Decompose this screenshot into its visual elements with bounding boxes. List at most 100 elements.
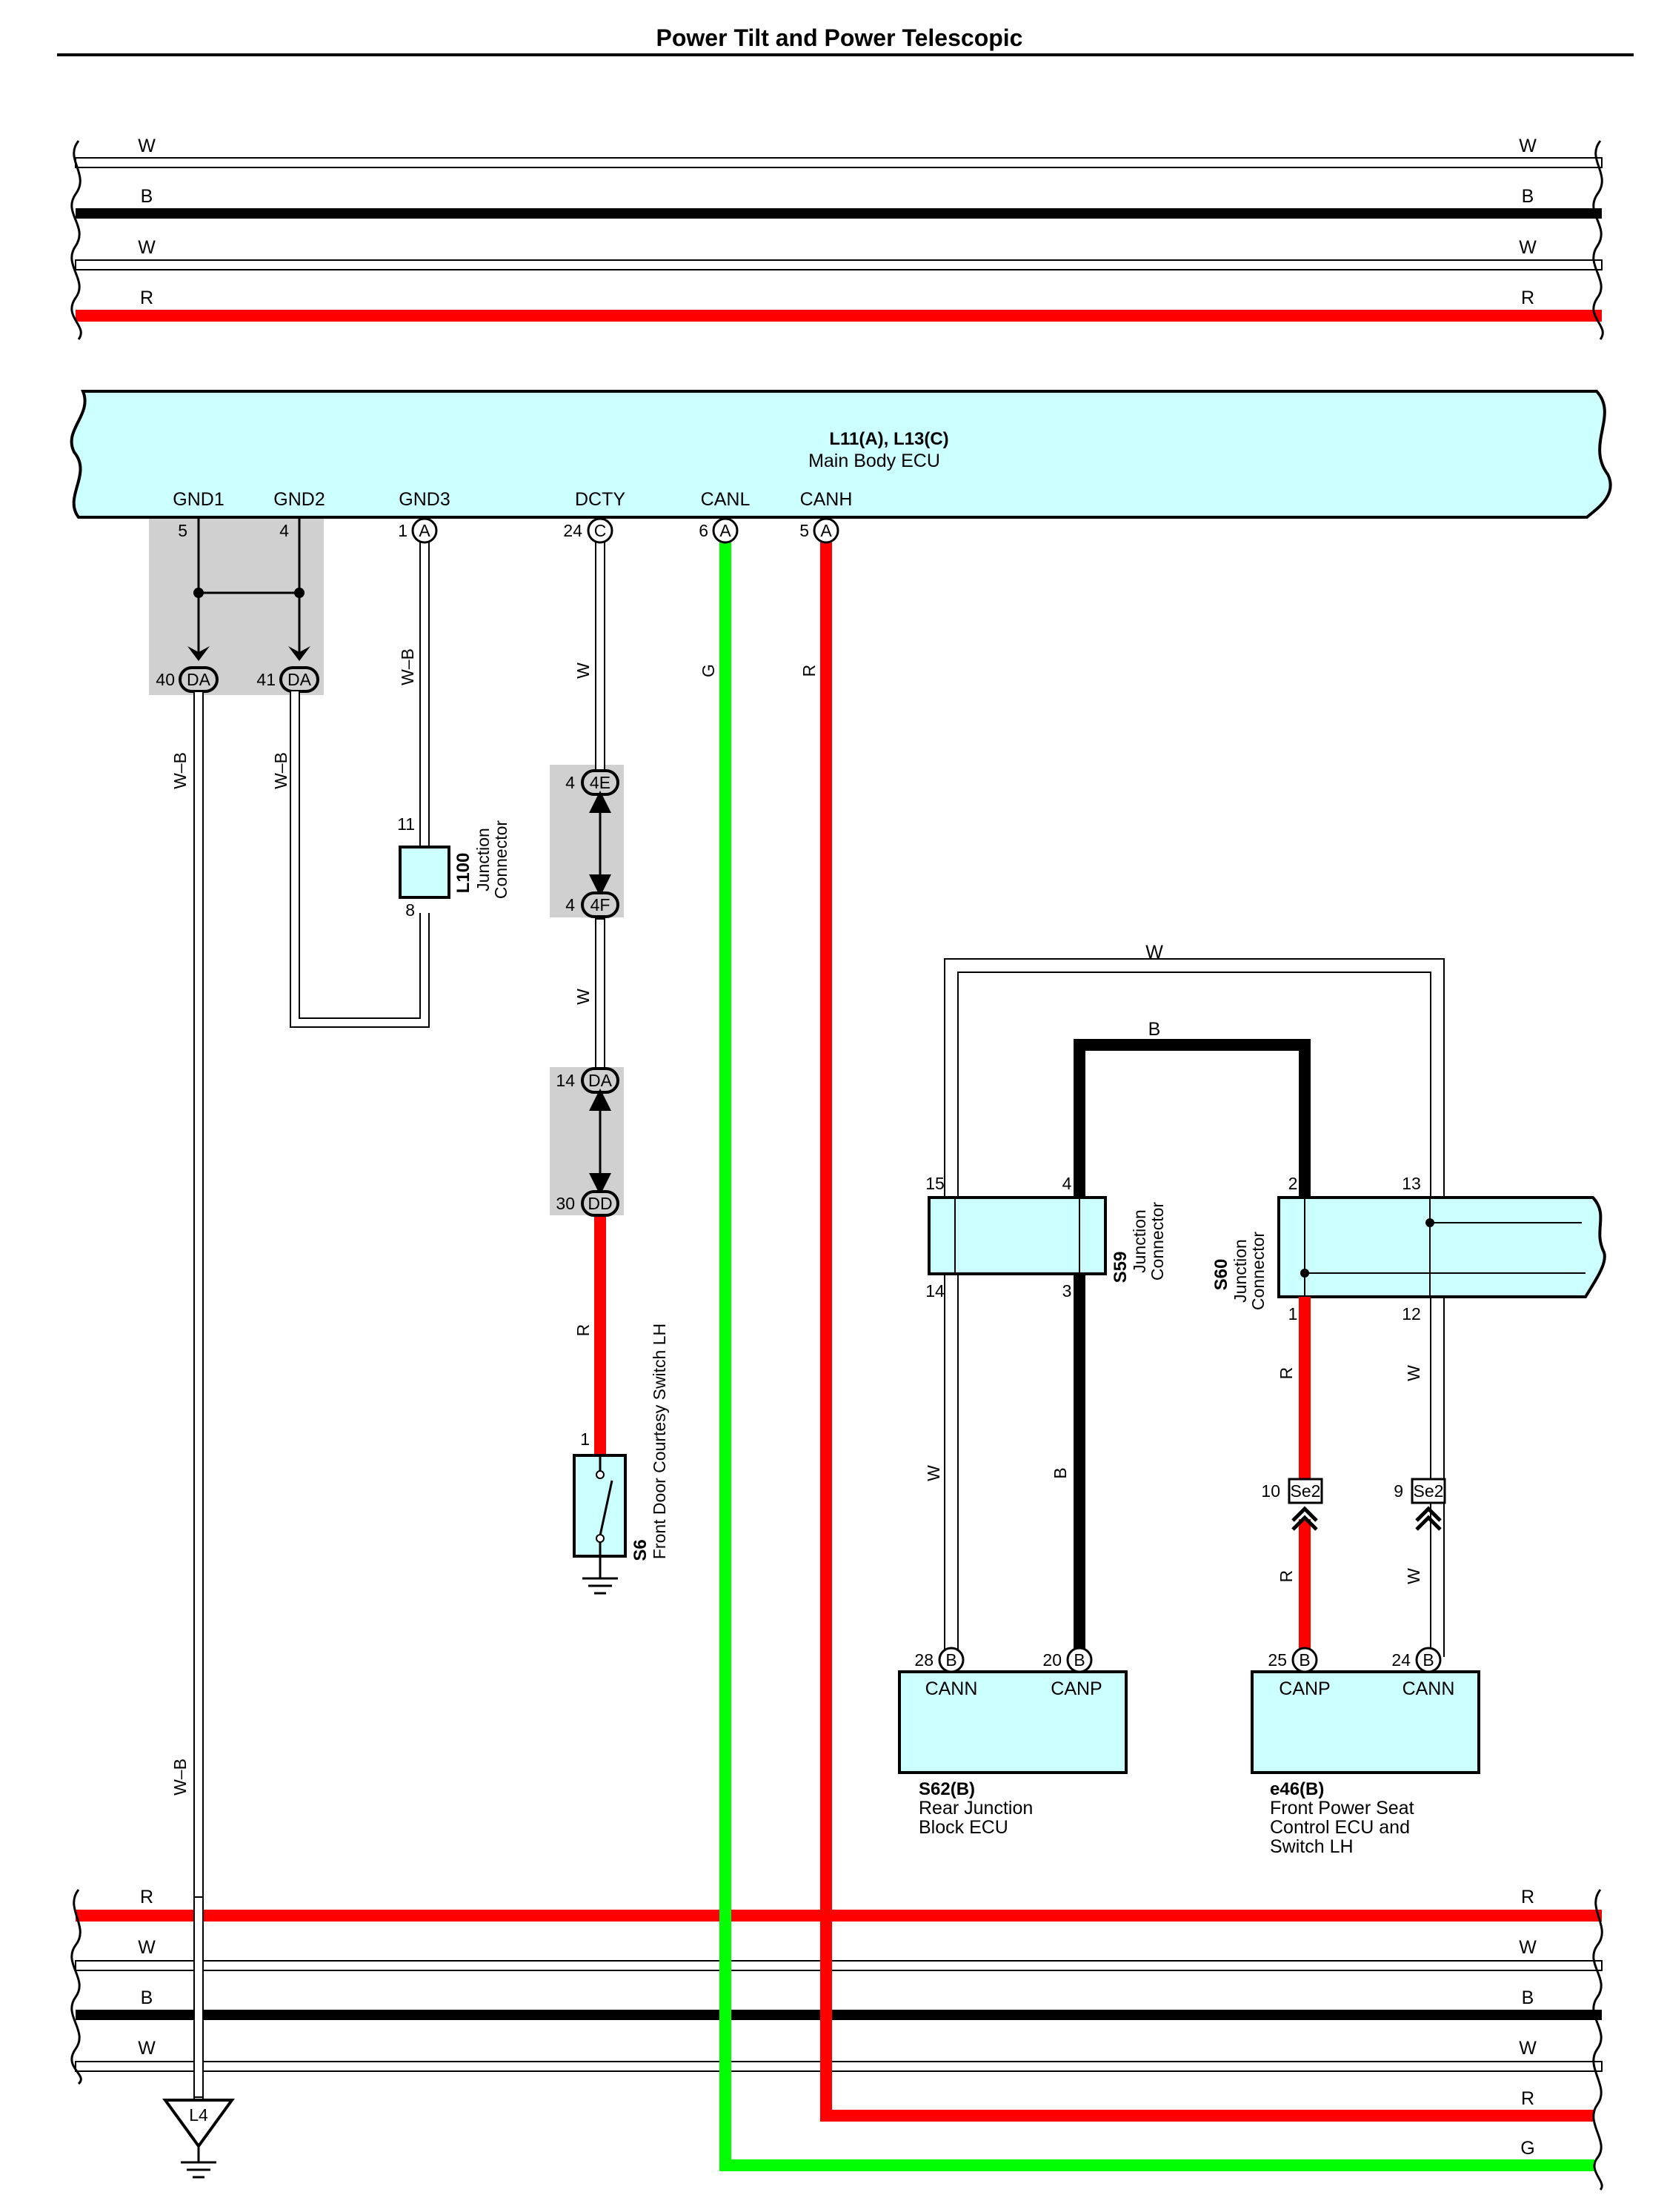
s60-red-wire-upper <box>1299 1297 1311 1478</box>
connector-code: Se2 <box>1291 1481 1321 1501</box>
bus-wire-w1 <box>75 157 1603 168</box>
component-name: Junction <box>1231 1239 1250 1303</box>
connector-code: A <box>719 521 731 540</box>
bus-label: R <box>140 1887 153 1907</box>
switch-contact <box>596 1470 605 1479</box>
s59-junction-connector: 15 4 14 3 S59 Junction Connector <box>925 1174 1167 1301</box>
w-loop-outer <box>944 958 1445 1657</box>
pin-number: 1 <box>580 1429 590 1449</box>
wire-color-label: W <box>573 989 593 1005</box>
break-mark-right <box>1592 1889 1603 2191</box>
se2-connector-9 <box>1411 1478 1446 1504</box>
wb-wire-crossing <box>193 1896 204 2098</box>
component-name: Rear Junction <box>919 1798 1033 1819</box>
terminal-label: CANP <box>1279 1678 1330 1699</box>
wire-color-label: R <box>1277 1570 1296 1583</box>
canh-crossing <box>820 1897 832 2082</box>
bus-label: R <box>1521 1887 1534 1907</box>
l100-junction-connector <box>399 846 450 899</box>
component-id: S62(B) <box>919 1779 975 1799</box>
pin-number: 14 <box>925 1281 945 1301</box>
s62-rear-junction-block-ecu: B 28 B 20 CANN CANP S62(B) Rear Junction… <box>898 1647 1128 1838</box>
ground-l4: L4 <box>162 2099 235 2179</box>
bus-label: W <box>138 136 156 156</box>
component-name: Block ECU <box>919 1817 1008 1838</box>
se2-connector-10 <box>1288 1478 1323 1504</box>
terminal-label: CANP <box>1051 1678 1102 1699</box>
bus-wire-w1 <box>75 1960 1603 1971</box>
connector-code: B <box>1423 1650 1434 1670</box>
connector-code: A <box>820 521 832 540</box>
ground-point-symbol <box>162 2099 235 2149</box>
terminal-b-connector <box>938 1647 965 1673</box>
ground-id: L4 <box>189 2105 208 2125</box>
da-connector-shade <box>149 519 324 695</box>
pin-number: 13 <box>1402 1174 1421 1193</box>
pin-number: 10 <box>1261 1481 1280 1501</box>
connector-code: 4F <box>590 895 610 914</box>
s6-door-switch: S6 Front Door Courtesy Switch LH <box>573 1323 669 1595</box>
terminal-label-gnd1: GND1 <box>173 489 224 510</box>
pin-number: 6 <box>699 521 708 540</box>
component-name: Front Door Courtesy Switch LH <box>650 1323 669 1559</box>
pin-number: 4 <box>1062 1174 1072 1193</box>
pin-number: 1 <box>398 521 407 540</box>
canl-crossing <box>719 1897 731 2082</box>
e46-front-power-seat-ecu: B 25 B 24 CANP CANN e46(B) Front Power S… <box>1251 1647 1480 1857</box>
pin-number: 5 <box>799 521 809 540</box>
top-wire-bus: W W B B W W R R <box>70 136 1604 340</box>
ecu-name: Main Body ECU <box>808 451 940 471</box>
bus-wire-w2 <box>75 259 1603 270</box>
connector-code: B <box>945 1650 956 1670</box>
connector-dd <box>581 1190 619 1217</box>
terminal-a-connector <box>712 517 739 544</box>
splice-dot <box>294 588 305 598</box>
pin-number: 40 <box>156 670 175 689</box>
connector-code: B <box>1074 1650 1085 1670</box>
component-name: Connector <box>1248 1232 1268 1310</box>
wire-color-label: W <box>1145 942 1163 963</box>
pin-number: 4 <box>565 773 575 792</box>
splice-dot <box>1300 1269 1309 1278</box>
s60-junction-connector: 2 13 1 12 S60 Junction Connector <box>1211 1174 1606 1323</box>
break-mark-left <box>70 1889 82 2085</box>
pin-number: 4 <box>565 895 575 914</box>
bus-wire-b <box>76 208 1602 219</box>
connector-code: DA <box>187 670 211 689</box>
component-id: L100 <box>453 853 473 894</box>
component-name: Connector <box>1148 1202 1167 1281</box>
connector-mating-icon <box>1415 1506 1442 1531</box>
wire-color-label: W <box>1404 1568 1423 1584</box>
terminal-a-connector <box>411 517 438 544</box>
pin-number: 5 <box>178 521 187 540</box>
bus-label: W <box>138 1937 156 1958</box>
wire-color-label: W–B <box>170 752 190 789</box>
switch-contact <box>596 1534 605 1543</box>
break-mark-left <box>70 140 82 340</box>
connector-code: DA <box>588 1071 613 1090</box>
terminal-label: CANN <box>925 1678 978 1699</box>
connector-code: Se2 <box>1414 1481 1444 1501</box>
terminal-label: CANN <box>1403 1678 1455 1699</box>
canh-red-wire <box>820 542 1594 2122</box>
pin-number: 24 <box>563 521 582 540</box>
bus-label: W <box>138 237 156 258</box>
wire-color-label: W <box>1404 1365 1423 1381</box>
terminal-a-connector <box>813 517 839 544</box>
connector-code: 4E <box>590 773 610 792</box>
pin-number: 15 <box>925 1174 945 1193</box>
wire-color-label: W <box>573 662 593 679</box>
bus-label: R <box>1521 2088 1534 2109</box>
component-id: e46(B) <box>1270 1779 1324 1799</box>
wire-color-label: W–B <box>170 1758 190 1796</box>
ecu-id: L11(A), L13(C) <box>829 429 948 449</box>
component-id: S59 <box>1111 1252 1131 1283</box>
component-id: S6 <box>630 1539 651 1561</box>
wire-color-label: R <box>1277 1367 1296 1380</box>
component-name: Connector <box>491 820 510 899</box>
bus-label: W <box>1519 1937 1537 1958</box>
terminal-b-connector <box>1066 1647 1093 1673</box>
w-loop-inner <box>945 960 1443 1657</box>
bus-label: B <box>141 1987 153 2008</box>
